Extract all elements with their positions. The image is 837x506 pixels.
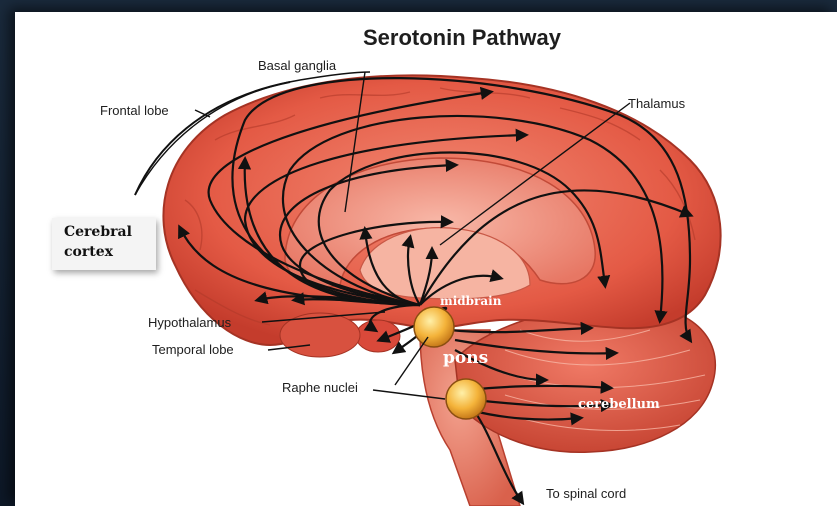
label-midbrain: midbrain bbox=[440, 294, 502, 308]
label-frontal-lobe: Frontal lobe bbox=[100, 103, 169, 118]
label-cerebellum: cerebellum bbox=[578, 397, 660, 412]
label-temporal-lobe: Temporal lobe bbox=[152, 342, 234, 357]
label-pons: pons bbox=[443, 348, 488, 368]
raphe-nucleus-midbrain bbox=[414, 307, 454, 347]
label-cerebral-cortex: Cerebral cortex bbox=[64, 222, 154, 262]
hypothalamus-shape bbox=[356, 320, 400, 352]
label-cerebral-cortex-line2: cortex bbox=[64, 242, 154, 262]
raphe-nucleus-medulla bbox=[446, 379, 486, 419]
label-hypothalamus: Hypothalamus bbox=[148, 315, 232, 330]
label-raphe-nuclei: Raphe nuclei bbox=[282, 380, 358, 395]
label-basal-ganglia: Basal ganglia bbox=[258, 58, 337, 73]
label-thalamus: Thalamus bbox=[628, 96, 686, 111]
label-cerebral-cortex-line1: Cerebral bbox=[64, 222, 154, 242]
label-to-spinal-cord: To spinal cord bbox=[546, 486, 626, 501]
diagram-title: Serotonin Pathway bbox=[363, 25, 562, 50]
cerebellum-shape bbox=[455, 304, 715, 452]
